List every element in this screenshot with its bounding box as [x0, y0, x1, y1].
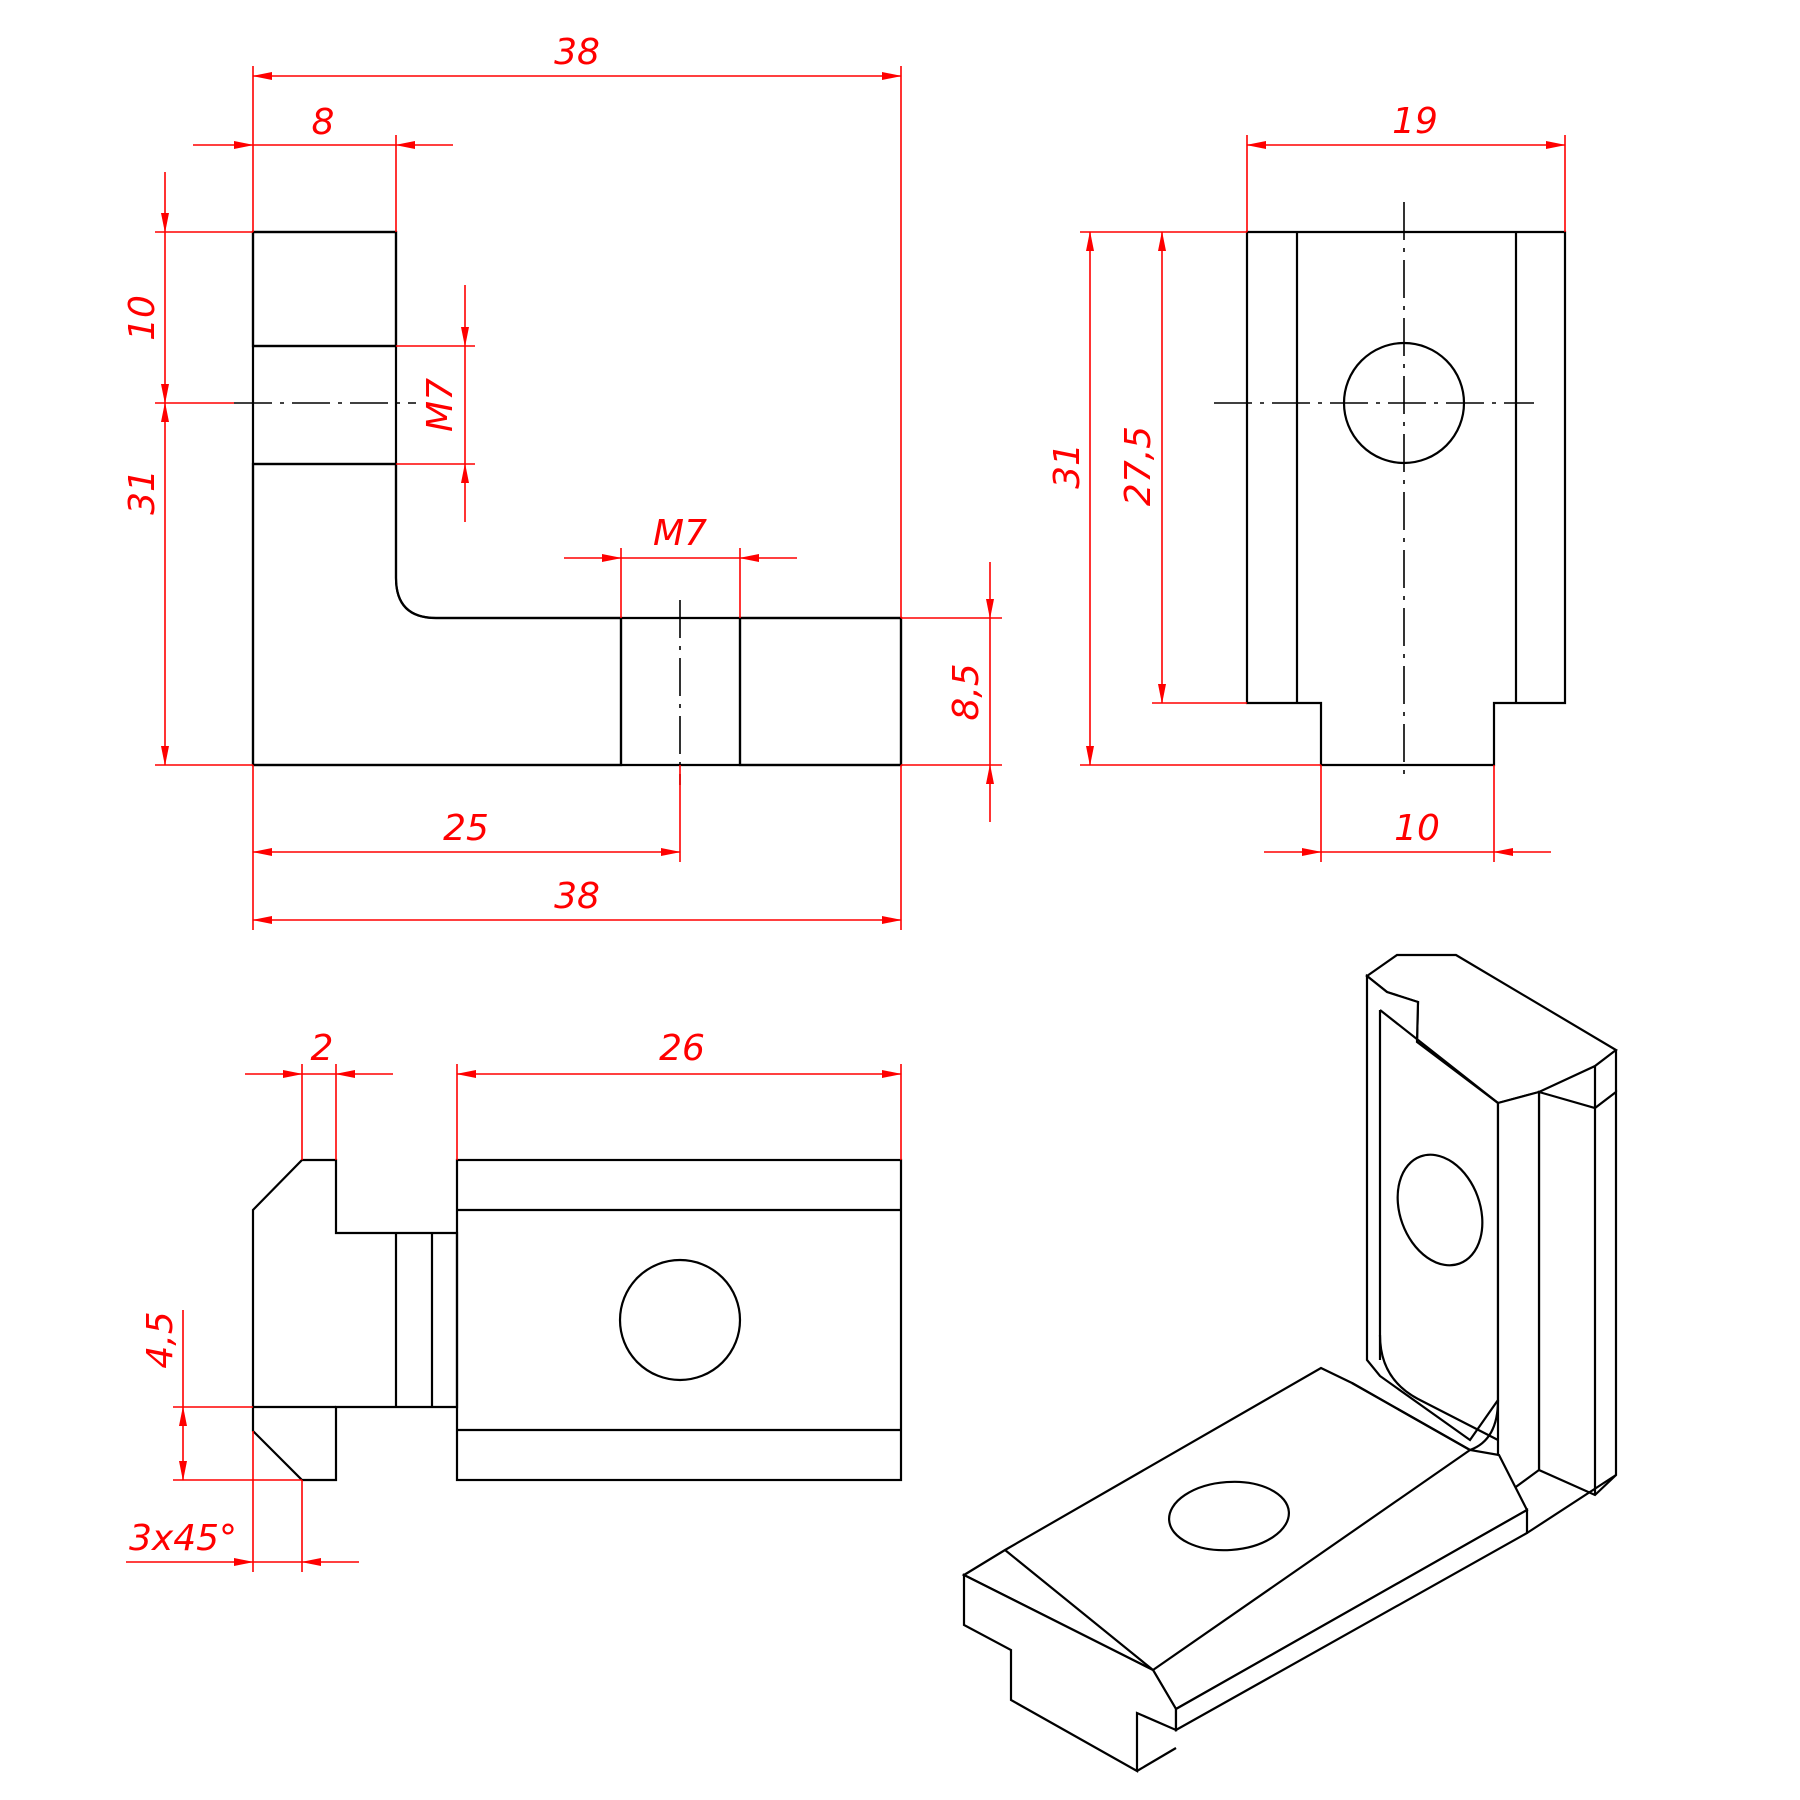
- iso-edge: [1004, 1549, 1154, 1671]
- iso-edge: [1152, 1449, 1471, 1671]
- dim-side-width: 19: [1392, 101, 1438, 142]
- side-outline: [1245, 230, 1567, 767]
- dim-front-upper-height: 10: [122, 295, 163, 341]
- dim-top-chamfer-step: 2: [311, 1028, 334, 1069]
- front-view: [234, 230, 903, 785]
- dim-top-tongue-height: 4,5: [140, 1311, 181, 1368]
- top-body-outline: [455, 1158, 903, 1482]
- dim-front-hole-position: 25: [443, 808, 489, 849]
- iso-fillet: [1378, 1334, 1499, 1441]
- dim-top-length: 26: [659, 1028, 705, 1069]
- top-profile-outline: [251, 1158, 459, 1482]
- iso-edge: [1351, 1382, 1471, 1451]
- dim-front-width-bottom: 38: [554, 876, 600, 917]
- iso-edge: [1526, 1474, 1617, 1534]
- dim-side-body-height: 27,5: [1118, 426, 1159, 506]
- iso-vertical-leg-side: [1537, 1089, 1618, 1497]
- front-dimensions: 38 8 10 31 M7 M7 8,5: [122, 32, 1002, 930]
- front-upper-section: [251, 230, 398, 348]
- front-lower-section: [251, 462, 623, 767]
- top-dimensions: 2 26 4,5 3x45°: [126, 1028, 902, 1572]
- top-hole: [618, 1258, 742, 1382]
- dim-front-vertical-hole-thread: M7: [420, 378, 461, 432]
- side-view: [1214, 202, 1567, 780]
- side-dimensions: 19 31 27,5 10: [1047, 101, 1566, 862]
- iso-horizontal-hole: [1167, 1480, 1291, 1552]
- front-right-section: [738, 616, 903, 767]
- dim-side-total-height: 31: [1047, 443, 1088, 489]
- iso-horizontal-leg-front: [962, 1573, 1178, 1773]
- dim-top-chamfer: 3x45°: [129, 1518, 237, 1559]
- dim-front-lower-height: 31: [122, 469, 163, 515]
- iso-vertical-leg-edge: [1496, 1090, 1541, 1503]
- iso-edge: [1379, 1009, 1499, 1104]
- top-view: [251, 1158, 903, 1482]
- dim-side-tongue-width: 10: [1394, 808, 1440, 849]
- isometric-view: [961, 953, 1618, 1773]
- iso-edge: [1136, 1747, 1177, 1772]
- dim-front-wall-thickness: 8: [312, 102, 335, 143]
- dim-front-horizontal-hole-thread: M7: [653, 513, 707, 554]
- iso-fillet: [1469, 1399, 1500, 1452]
- iso-vertical-hole: [1396, 1153, 1484, 1267]
- dim-front-width-top: 38: [554, 32, 600, 73]
- dim-front-base-thickness: 8,5: [946, 663, 987, 720]
- front-outline: [251, 230, 903, 767]
